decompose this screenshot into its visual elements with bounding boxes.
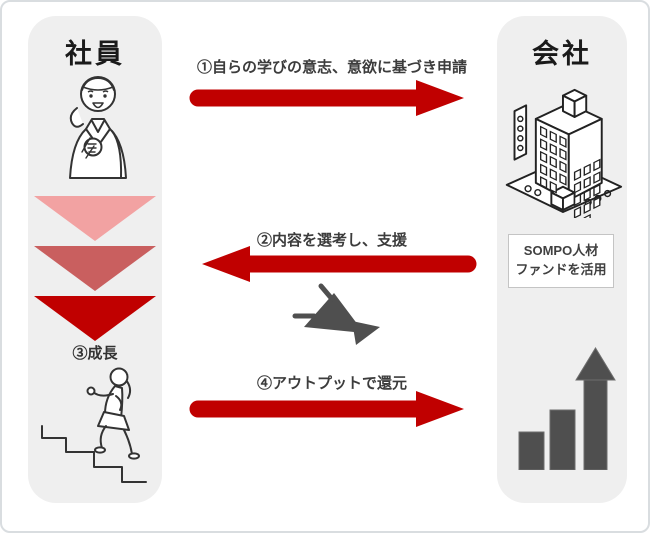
flow3-label: ④アウトプットで還元 [256,375,407,392]
employee-column: 社員 [28,16,162,503]
sompo-fund-box: SOMPO人材 ファンドを活用 [508,234,614,288]
megaphone-icon [292,283,380,345]
growth-chevrons [34,196,156,346]
flow2-label: ②内容を選考し、支援 [256,232,407,249]
growth-bar-chart-icon [518,347,616,470]
company-column-title: 会社 [532,39,592,69]
sompo-fund-line2: ファンドを活用 [515,261,607,277]
chevron-down-medium-icon [34,246,156,291]
chevron-down-light-icon [34,196,156,241]
flow2-left-arrow-icon [202,246,477,282]
woman-hand-on-chest-icon [69,76,127,179]
growth-label: ③成長 [72,345,118,362]
company-column: 会社 [497,16,627,503]
flow1-label: ①自らの学びの意志、意欲に基づき申請 [196,59,467,76]
office-building-icon [505,88,623,218]
flow3-right-arrow-icon [189,391,464,427]
employee-column-title: 社員 [65,39,125,69]
climbing-stairs-icon [41,367,147,483]
flow1-right-arrow-icon [189,80,464,116]
sompo-fund-line1: SOMPO人材 [523,243,599,258]
chevron-down-dark-icon [34,296,156,341]
